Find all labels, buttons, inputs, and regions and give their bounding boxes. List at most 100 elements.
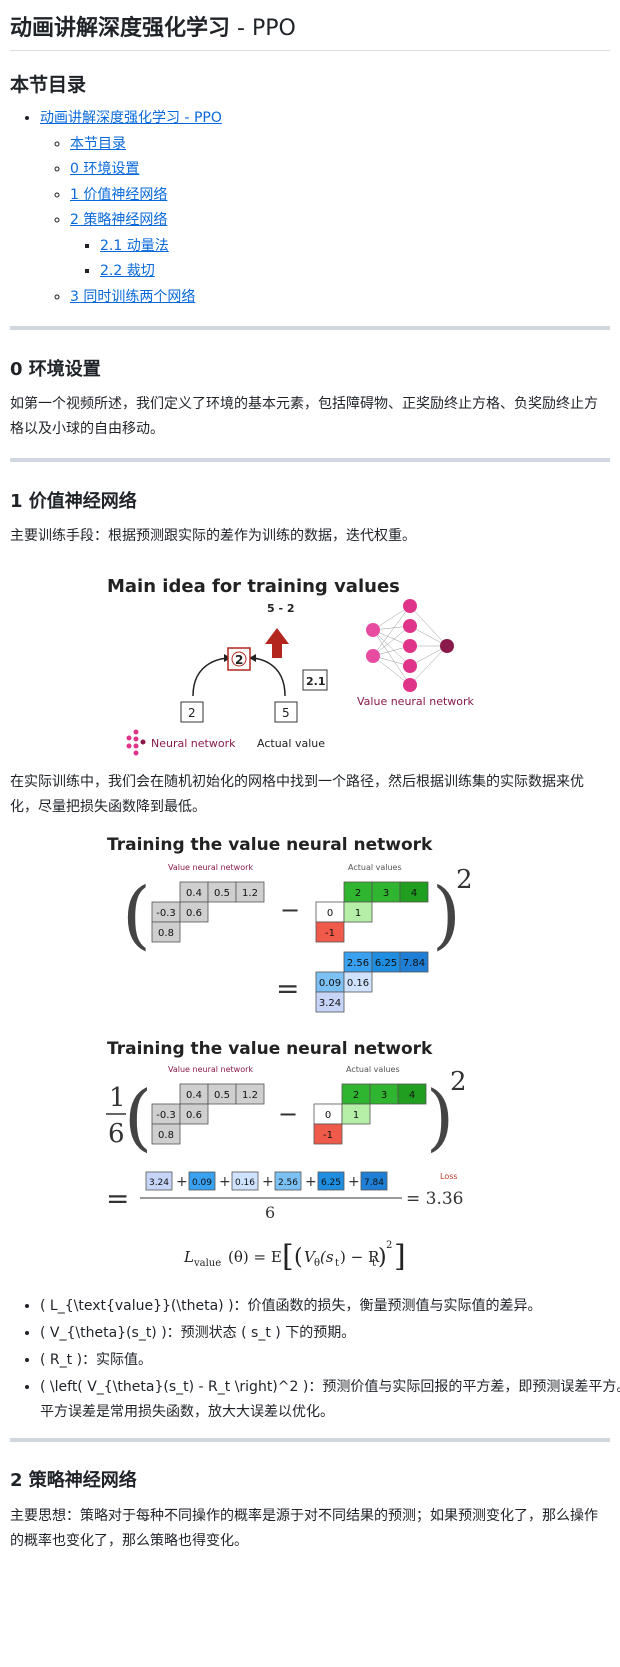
sum-term-cell-text: 0.09 (192, 1178, 212, 1188)
actual-cell (343, 901, 373, 923)
toc-item: 本节目录 (70, 132, 222, 158)
section-paragraph: 主要思想：策略对于每种不同操作的概率是源于对不同结果的预测；如果预测变化了，那么… (10, 1508, 598, 1549)
sq-cell-text: 7.84 (403, 958, 425, 969)
actual-cell-text: 0 (325, 1110, 331, 1121)
curve-arrow (192, 657, 230, 697)
formula-explanation-list: ( L_{\text{value}}(\theta) )：价值函数的损失，衡量预… (10, 1294, 620, 1427)
sq-cell-text: 3.24 (319, 998, 341, 1009)
plus-sign: + (176, 1174, 188, 1190)
loss-result: = 3.36 (406, 1189, 464, 1209)
toc-item: 3 同时训练两个网络 (70, 285, 222, 311)
plus-sign: + (305, 1174, 317, 1190)
actual-cell (399, 881, 429, 903)
section-divider (10, 326, 610, 330)
pred-cell-text: -0.3 (156, 908, 176, 919)
figure-training-squared: Training the value neural network Value … (107, 835, 473, 1013)
actual-cell-text: 3 (383, 888, 389, 899)
actual-cell-text: 0 (327, 908, 333, 919)
svg-text:V: V (304, 1248, 317, 1266)
sum-term-cell-text: 6.25 (321, 1178, 341, 1188)
paren-left: ( (122, 872, 151, 958)
toc-link-clip[interactable]: 2.2 裁切 (100, 263, 155, 279)
svg-text:) − R: ) − R (340, 1248, 380, 1266)
list-item: ( \left( V_{\theta}(s_t) - R_t \right)^2… (40, 1375, 620, 1425)
actual-box: 5 (282, 706, 290, 720)
toc-link-toc[interactable]: 本节目录 (70, 135, 126, 152)
sum-term-cell-text: 7.84 (364, 1178, 384, 1188)
figure-title: Training the value neural network (107, 835, 433, 855)
pred-cell (179, 901, 209, 923)
toc-item: 0 环境设置 (70, 157, 222, 183)
svg-text:): ) (378, 1245, 387, 1270)
sq-cell-text: 6.25 (375, 958, 397, 969)
pred-cell (151, 921, 181, 943)
paren-right: ) (426, 1075, 454, 1159)
toc-link-value[interactable]: 1 价值神经网络 (70, 186, 168, 203)
pred-cell-text: 0.6 (186, 908, 202, 919)
svg-text:value: value (193, 1258, 221, 1269)
plus-sign: + (262, 1174, 274, 1190)
svg-text:L: L (183, 1248, 194, 1266)
pred-cell-text: 0.5 (214, 1090, 230, 1101)
svg-text:(θ) = E: (θ) = E (228, 1248, 282, 1266)
pred-cell (151, 1123, 181, 1145)
sum-term-cell (360, 1171, 388, 1191)
predicted-value: 2 (235, 653, 243, 667)
section-paragraph: 在实际训练中，我们会在随机初始化的网格中找到一个路径，然后根据训练集的实际数据来… (10, 774, 584, 815)
document: 动画讲解深度强化学习 - PPO 本节目录 动画讲解深度强化学习 - PPO 本… (0, 0, 620, 1549)
sq-cell-text: 0.09 (319, 978, 341, 989)
minus-sign: − (280, 896, 300, 924)
pred-cell-text: -0.3 (156, 1110, 176, 1121)
toc-link-both[interactable]: 3 同时训练两个网络 (70, 288, 196, 305)
toc-item-root: 动画讲解深度强化学习 - PPO 本节目录 0 环境设置 1 价值神经网络 2 … (40, 106, 222, 310)
toc-link-momentum[interactable]: 2.1 动量法 (100, 237, 169, 254)
figure-title: Main idea for training values (107, 576, 400, 597)
actual-cell-text: 4 (409, 1090, 415, 1101)
section-divider (10, 1438, 610, 1442)
actual-cell-text: 1 (355, 908, 361, 919)
pred-cell-text: 0.5 (214, 888, 230, 899)
sq-cell (343, 971, 373, 993)
actual-cell-text: -1 (325, 928, 335, 939)
vnn-label: Value neural network (168, 1065, 253, 1074)
sum-term-cell-text: 3.24 (149, 1178, 169, 1188)
update-box: 2.1 (306, 675, 326, 688)
loss-formula: L value (θ) = E [ ( V θ (s t ) − R t ) 2… (183, 1239, 406, 1274)
svg-text:[: [ (282, 1239, 294, 1274)
actual-cell-text: -1 (323, 1130, 333, 1141)
section-paragraph: 如第一个视频所述，我们定义了环境的基本元素，包括障碍物、正奖励终止方格、负奖励终… (10, 396, 598, 437)
toc-heading: 本节目录 (10, 74, 87, 96)
paren-right: ) (432, 872, 461, 958)
actual-value-label: Actual value (257, 737, 325, 750)
toc-item: 2.2 裁切 (100, 259, 222, 285)
sum-term-cell-text: 2.56 (278, 1178, 298, 1188)
sq-cell (315, 991, 345, 1013)
equals-sign: = (276, 972, 299, 1005)
toc-link-root[interactable]: 动画讲解深度强化学习 - PPO (40, 110, 222, 126)
sq-cell (399, 951, 429, 973)
toc-link-env[interactable]: 0 环境设置 (70, 161, 140, 177)
toc-link-policy[interactable]: 2 策略神经网络 (70, 212, 168, 228)
section-heading-value: 1 价值神经网络 (10, 491, 137, 512)
list-item: ( L_{\text{value}}(\theta) )：价值函数的损失，衡量预… (40, 1294, 620, 1319)
pred-cell-text: 0.8 (158, 928, 174, 939)
svg-text:(s: (s (320, 1248, 334, 1266)
sum-term-cell-text: 0.16 (235, 1178, 255, 1188)
exponent: 2 (456, 865, 473, 895)
actual-cell-text: 3 (381, 1090, 387, 1101)
actual-label: Actual values (346, 1065, 400, 1074)
pred-cell-text: 0.8 (158, 1130, 174, 1141)
svg-text:2: 2 (386, 1240, 392, 1251)
svg-text:(: ( (294, 1245, 303, 1270)
actual-cell (313, 1123, 343, 1145)
sq-cell-text: 0.16 (347, 978, 369, 989)
section-paragraph: 主要训练手段：根据预测跟实际的差作为训练的数据，迭代权重。 (10, 528, 416, 544)
pred-cell-text: 0.4 (186, 1090, 202, 1101)
exponent: 2 (450, 1067, 467, 1097)
section-divider (10, 458, 610, 462)
actual-cell (341, 1103, 371, 1125)
up-arrow-icon (265, 628, 289, 658)
table-of-contents: 动画讲解深度强化学习 - PPO 本节目录 0 环境设置 1 价值神经网络 2 … (10, 106, 222, 310)
svg-text:t: t (372, 1258, 376, 1269)
sum-term-cell (145, 1171, 173, 1191)
